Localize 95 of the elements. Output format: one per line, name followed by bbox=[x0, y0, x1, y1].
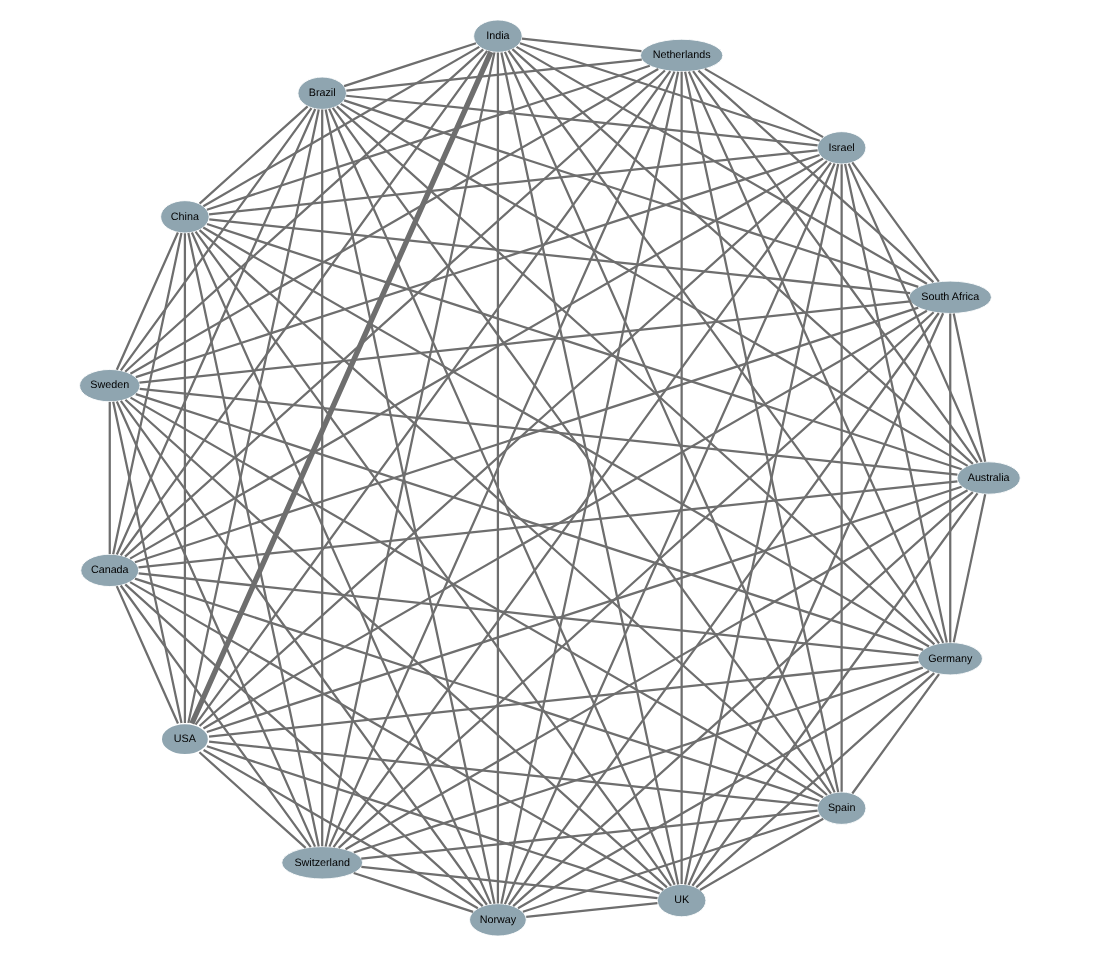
connector bbox=[515, 45, 928, 285]
connector bbox=[206, 222, 963, 471]
connector bbox=[353, 666, 924, 854]
connector bbox=[680, 71, 683, 885]
connector bbox=[139, 300, 911, 384]
connector bbox=[202, 309, 928, 730]
connector bbox=[691, 492, 979, 887]
connector bbox=[209, 218, 911, 295]
connector bbox=[134, 577, 820, 803]
connector bbox=[687, 71, 945, 644]
connector bbox=[190, 232, 492, 905]
connector bbox=[129, 157, 824, 560]
connector bbox=[952, 493, 987, 643]
connector bbox=[124, 69, 666, 558]
connector bbox=[124, 48, 484, 373]
connector bbox=[124, 583, 484, 907]
connector bbox=[321, 109, 324, 847]
connector bbox=[135, 393, 924, 651]
connector bbox=[336, 105, 936, 646]
connector bbox=[704, 67, 824, 139]
connector bbox=[695, 672, 935, 889]
connector bbox=[135, 153, 820, 379]
connector bbox=[346, 94, 818, 147]
connector bbox=[526, 902, 658, 918]
connector bbox=[692, 70, 979, 464]
connector bbox=[138, 480, 958, 569]
connector bbox=[512, 491, 974, 907]
connector bbox=[503, 51, 836, 793]
connector bbox=[130, 396, 824, 799]
connector bbox=[115, 232, 179, 371]
connector bbox=[949, 313, 952, 643]
connector bbox=[353, 871, 474, 913]
connector bbox=[208, 149, 818, 216]
connector bbox=[683, 163, 840, 885]
connector bbox=[843, 163, 948, 643]
connector bbox=[699, 817, 824, 891]
connector bbox=[507, 50, 940, 644]
connector bbox=[198, 160, 828, 727]
connector bbox=[198, 229, 828, 796]
connector bbox=[496, 52, 500, 904]
connector bbox=[851, 673, 940, 795]
connector bbox=[115, 108, 317, 555]
connector bbox=[344, 489, 969, 851]
connector bbox=[187, 109, 320, 724]
connector bbox=[687, 312, 945, 886]
connector bbox=[521, 37, 642, 53]
connector bbox=[208, 740, 818, 807]
connector bbox=[340, 102, 969, 467]
connector bbox=[517, 670, 930, 910]
connector bbox=[194, 230, 672, 887]
connector bbox=[187, 232, 320, 847]
connector bbox=[519, 42, 821, 142]
connector bbox=[124, 398, 668, 889]
connector bbox=[684, 71, 840, 793]
connector bbox=[202, 226, 930, 648]
connector bbox=[129, 68, 659, 375]
connector bbox=[851, 161, 940, 283]
connector bbox=[138, 572, 919, 657]
connector bbox=[361, 865, 658, 900]
connector bbox=[119, 50, 489, 556]
connector bbox=[206, 745, 660, 895]
connector bbox=[208, 660, 919, 738]
connector bbox=[206, 64, 651, 211]
connector bbox=[115, 585, 179, 725]
connector bbox=[343, 42, 477, 88]
connector bbox=[189, 50, 494, 725]
connector bbox=[343, 99, 919, 288]
connector bbox=[115, 401, 317, 848]
connector bbox=[112, 401, 183, 724]
connector bbox=[119, 400, 488, 906]
connector bbox=[198, 105, 309, 205]
connector bbox=[134, 306, 919, 564]
connector bbox=[129, 581, 664, 891]
connector bbox=[522, 814, 820, 913]
connector bbox=[206, 485, 962, 734]
connector bbox=[203, 748, 479, 910]
connector bbox=[139, 387, 958, 476]
connector bbox=[108, 402, 111, 554]
connector bbox=[202, 45, 480, 208]
connector bbox=[119, 107, 313, 371]
connector bbox=[361, 809, 818, 860]
connector bbox=[507, 312, 940, 906]
connector bbox=[337, 311, 935, 849]
connector bbox=[198, 751, 307, 849]
connector bbox=[119, 584, 312, 848]
connector bbox=[194, 70, 672, 726]
connector bbox=[840, 164, 843, 792]
connector bbox=[183, 233, 187, 723]
connector bbox=[112, 232, 183, 555]
connector bbox=[346, 58, 642, 92]
connector bbox=[847, 163, 983, 463]
connector bbox=[503, 163, 836, 905]
connector bbox=[511, 48, 974, 465]
connector bbox=[697, 69, 935, 283]
connector bbox=[952, 313, 987, 462]
